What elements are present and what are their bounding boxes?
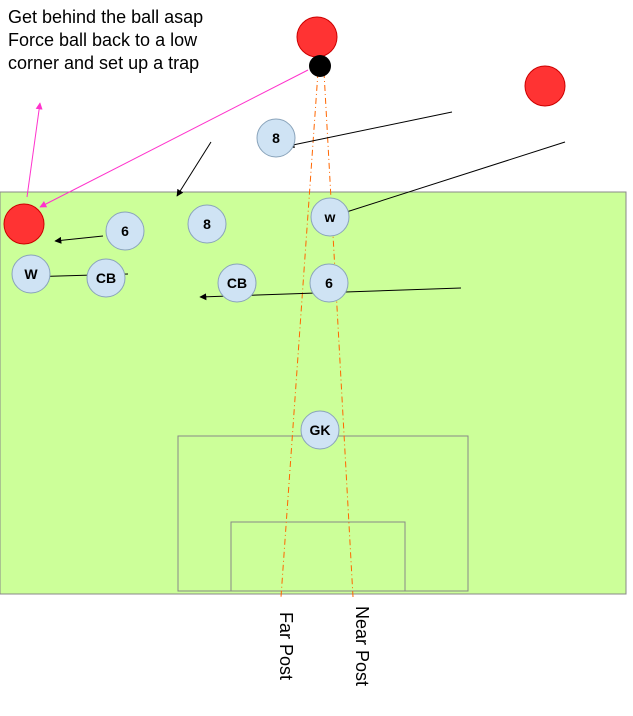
player-6-right: 6: [309, 263, 349, 303]
player-8: 8: [187, 204, 227, 244]
movement-arrow: [54, 235, 104, 244]
opponent-marker: [3, 203, 45, 245]
player-gk: GK: [300, 410, 340, 450]
player-cb-left: CB: [86, 258, 126, 298]
player-label: w: [324, 209, 336, 225]
player-w-right: w: [310, 197, 350, 237]
player-label: CB: [96, 270, 116, 286]
near-post-label: Near Post: [352, 606, 372, 687]
player-label: 6: [325, 275, 333, 291]
player-label: 6: [121, 223, 129, 239]
player-6-left: 6: [105, 211, 145, 251]
opponent-marker: [296, 16, 338, 58]
player-cb-right: CB: [217, 263, 257, 303]
player-label: 8: [272, 130, 280, 146]
pressure-arrow: [26, 102, 43, 198]
pitch-area: [0, 191, 627, 595]
note-line: Force ball back to a low: [8, 30, 198, 50]
near-post-line: [323, 71, 354, 598]
far-post-line: [280, 71, 319, 598]
opponent-marker: [524, 65, 566, 107]
movement-arrow: [287, 111, 453, 149]
far-post-label: Far Post: [276, 612, 296, 681]
player-label: GK: [310, 422, 331, 438]
pressure-line: [39, 69, 309, 208]
note-line: Get behind the ball asap: [8, 7, 204, 27]
player-8-top: 8: [256, 118, 296, 158]
coaching-notes: Get behind the ball asap Force ball back…: [8, 6, 203, 75]
player-w-left: W: [11, 254, 51, 294]
ball: [309, 55, 331, 77]
movement-arrow: [336, 141, 566, 217]
player-label: W: [24, 266, 38, 282]
six-yard-box: [230, 521, 406, 592]
movement-arrow: [176, 141, 212, 197]
player-label: 8: [203, 216, 211, 232]
note-line: corner and set up a trap: [8, 53, 200, 73]
player-label: CB: [227, 275, 247, 291]
